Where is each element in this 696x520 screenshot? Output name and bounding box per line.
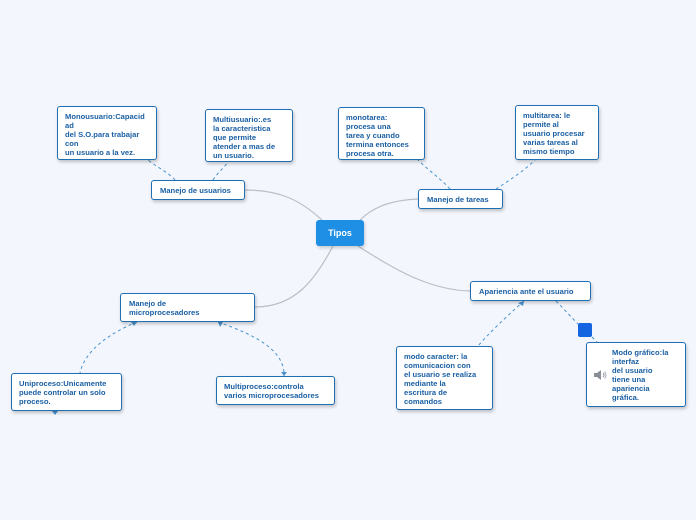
link-micro-uniproceso xyxy=(79,321,138,374)
topic-manejo-de-tareas[interactable]: Manejo de tareas xyxy=(418,189,503,209)
link-square-modo-grafico xyxy=(591,336,598,343)
central-node-tipos[interactable]: Tipos xyxy=(316,220,364,246)
topic-manejo-de-microprocesadores[interactable]: Manejo de microprocesadores xyxy=(120,293,255,322)
link-center-usuarios xyxy=(244,189,323,221)
leaf-modo-grafico[interactable]: Modo gráfico:la interfaz del usuario tie… xyxy=(586,342,686,407)
link-tareas-multitarea xyxy=(495,159,536,190)
image-placeholder-square[interactable] xyxy=(578,323,592,337)
link-center-apariencia xyxy=(357,245,471,292)
link-usuarios-multiusuario xyxy=(212,161,229,181)
leaf-modo-caracter[interactable]: modo caracter: la comunicacion con el us… xyxy=(396,346,493,410)
link-micro-multiproceso xyxy=(217,321,285,377)
link-apariencia-modo-grafico xyxy=(555,300,579,325)
link-tareas-monotarea xyxy=(417,159,451,190)
topic-apariencia-ante-el-usuario[interactable]: Apariencia ante el usuario xyxy=(470,281,591,301)
arrowhead-micro xyxy=(131,322,137,326)
leaf-multiproceso[interactable]: Multiproceso:controla varios microproces… xyxy=(216,376,335,405)
link-apariencia-modo-caracter xyxy=(477,300,525,347)
arrowhead-micro-right xyxy=(218,322,223,327)
arrowhead-multiproceso xyxy=(281,372,287,376)
topic-manejo-de-usuarios[interactable]: Manejo de usuarios xyxy=(151,180,245,200)
leaf-multiusuario[interactable]: Multiusuario:.es la caracteristica que p… xyxy=(205,109,293,162)
leaf-uniproceso[interactable]: Uniproceso:Unicamente puede controlar un… xyxy=(11,373,122,411)
link-center-micro xyxy=(254,245,334,308)
leaf-monousuario[interactable]: Monousuario:Capacid ad del S.O.para trab… xyxy=(57,106,157,160)
link-usuarios-monousuario xyxy=(147,159,176,181)
link-center-tareas xyxy=(359,198,419,221)
leaf-monotarea[interactable]: monotarea: procesa una tarea y cuando te… xyxy=(338,107,425,160)
arrowhead-apariencia xyxy=(518,301,524,306)
speaker-icon[interactable] xyxy=(594,370,607,380)
leaf-multitarea[interactable]: multitarea: le permite al usuario proces… xyxy=(515,105,599,160)
arrowhead-uniproceso xyxy=(52,411,58,415)
